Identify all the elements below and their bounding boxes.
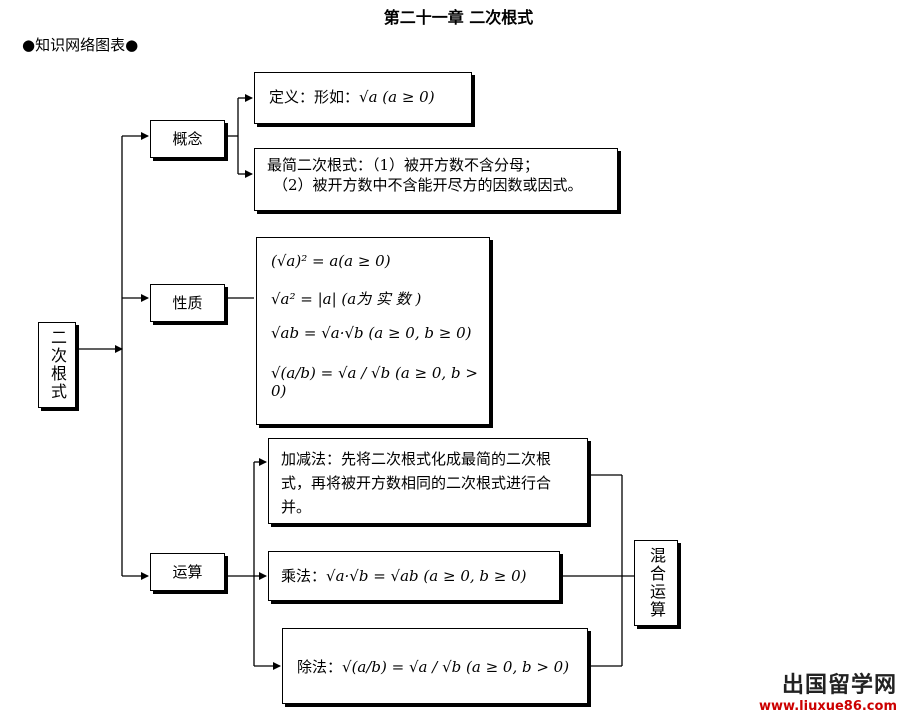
definition-box: 定义：形如：√a (a ≥ 0): [254, 72, 472, 124]
multiply-box: 乘法：√a·√b = √ab (a ≥ 0, b ≥ 0): [268, 551, 560, 601]
property-formula-1: (√a)² = a(a ≥ 0): [271, 252, 391, 270]
root-node: 二次根式: [38, 322, 76, 408]
subtitle-text: 知识网络图表: [35, 36, 126, 54]
page-title: 第二十一章 二次根式: [383, 8, 534, 27]
mixed-operations-node: 混合运算: [634, 540, 678, 626]
divide-prefix: 除法：: [297, 658, 343, 676]
watermark-brand: 出国留学网: [781, 673, 897, 698]
branch-property: 性质: [150, 284, 225, 322]
watermark: 出国留学网 www.liuxue86.com: [759, 667, 897, 714]
definition-prefix: 定义：形如：: [269, 88, 360, 106]
property-formula-3: √ab = √a·√b (a ≥ 0, b ≥ 0): [271, 324, 472, 342]
mixed-operations-label: 混合运算: [647, 547, 666, 619]
watermark-url: www.liuxue86.com: [759, 699, 897, 714]
property-box: (√a)² = a(a ≥ 0) √a² = |a| (a为 实 数 ) √ab…: [256, 237, 490, 425]
root-label: 二次根式: [48, 329, 67, 401]
branch-operation-label: 运算: [172, 562, 203, 581]
simplest-line-2: （2）被开方数中不含能开尽方的因数或因式。: [273, 176, 583, 195]
branch-concept-label: 概念: [172, 129, 203, 148]
simplest-line-1: 最简二次根式：（1）被开方数不含分母；: [267, 156, 540, 174]
subtitle: ●知识网络图表●: [22, 34, 138, 55]
divide-formula: √(a/b) = √a / √b (a ≥ 0, b > 0): [342, 658, 570, 676]
addsub-text: 加减法：先将二次根式化成最简的二次根式，再将被开方数相同的二次根式进行合并。: [281, 450, 552, 516]
property-formula-2: √a² = |a| (a为 实 数 ): [271, 290, 422, 308]
bullet-icon: ●: [22, 36, 36, 54]
addsub-box: 加减法：先将二次根式化成最简的二次根式，再将被开方数相同的二次根式进行合并。: [268, 438, 588, 524]
multiply-prefix: 乘法：: [281, 567, 327, 585]
divide-box: 除法：√(a/b) = √a / √b (a ≥ 0, b > 0): [282, 628, 588, 704]
branch-property-label: 性质: [172, 293, 203, 312]
simplest-radical-box: 最简二次根式：（1）被开方数不含分母； （2）被开方数中不含能开尽方的因数或因式…: [254, 148, 618, 211]
property-formula-4: √(a/b) = √a / √b (a ≥ 0, b > 0): [271, 364, 478, 400]
branch-concept: 概念: [150, 120, 225, 158]
definition-formula: √a (a ≥ 0): [359, 88, 435, 106]
bullet-icon: ●: [125, 36, 139, 54]
branch-operation: 运算: [150, 553, 225, 591]
multiply-formula: √a·√b = √ab (a ≥ 0, b ≥ 0): [326, 567, 527, 585]
